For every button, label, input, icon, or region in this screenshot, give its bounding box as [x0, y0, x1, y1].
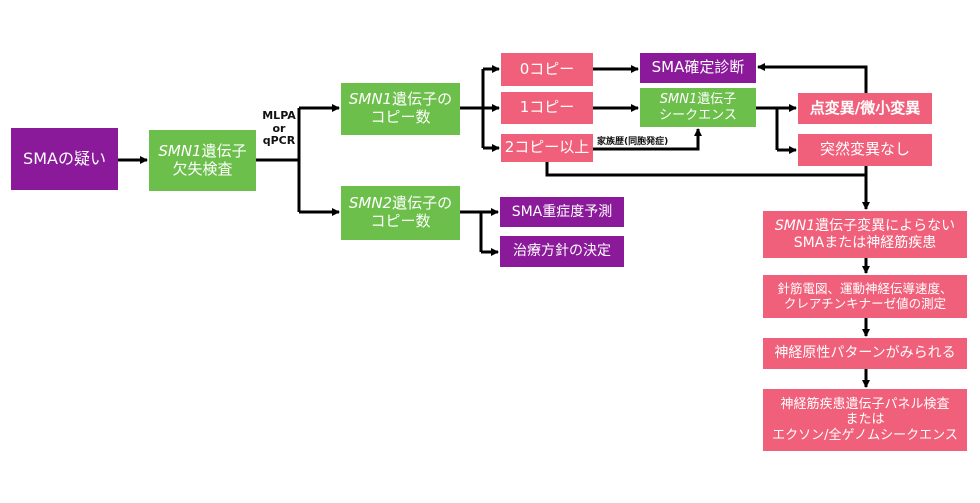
node-text: SMA確定診断: [651, 58, 745, 77]
node-text-line2: コピー数: [370, 108, 431, 126]
node-no-mutation: 突然変異なし: [798, 134, 932, 166]
node-text-line1: 針筋電図、運動神経伝導速度、: [777, 280, 953, 296]
node-text-line2: コピー数: [370, 212, 431, 230]
node-sma-suspected: SMAの疑い: [11, 128, 118, 190]
node-non-smn1-disease: SMN1遺伝子変異によらない SMAまたは神経筋疾患: [763, 211, 967, 258]
node-text: 突然変異なし: [819, 140, 910, 159]
node-text-line1: SMN1遺伝子変異によらない: [774, 217, 956, 234]
node-point-mutation: 点変異/微小変異: [798, 93, 932, 124]
node-text-line3: エクソン/全ゲノムシークエンス: [772, 427, 958, 443]
arrow-point-to-confirmed: [757, 63, 868, 93]
node-copy-0: 0コピー: [501, 53, 593, 86]
node-text: 1コピー: [519, 98, 575, 117]
node-text: 治療方針の決定: [513, 243, 611, 260]
method-label: MLPA or qPCR: [260, 109, 298, 148]
method-label-line1: MLPA: [262, 109, 296, 122]
node-gene-panel: 神経筋疾患遺伝子パネル検査 または エクソン/全ゲノムシークエンス: [763, 389, 967, 451]
method-label-line3: qPCR: [262, 134, 296, 148]
node-text: 神経原性パターンがみられる: [774, 345, 956, 362]
node-text-line1: 神経筋疾患遺伝子パネル検査: [780, 397, 950, 412]
node-text-line1: SMN1遺伝子: [659, 92, 737, 108]
method-label-line2: or: [272, 121, 286, 135]
node-text-line2: 欠失検査: [172, 159, 233, 178]
node-copy-2-plus: 2コピー以上: [501, 134, 593, 162]
node-text: 0コピー: [519, 59, 575, 78]
node-smn2-copy-number: SMN2遺伝子の コピー数: [341, 186, 460, 240]
node-smn1-sequence: SMN1遺伝子 シークエンス: [640, 88, 756, 127]
node-treatment-decision: 治療方針の決定: [500, 236, 624, 267]
node-text-line2: または: [845, 412, 885, 428]
node-text: 2コピー以上: [504, 138, 590, 157]
node-severity-prediction: SMA重症度予測: [500, 197, 624, 227]
family-history-label: 家族歴(同胞発症): [597, 137, 669, 147]
line-copy2-down: [545, 162, 866, 177]
node-text: 点変異/微小変異: [809, 98, 921, 117]
arrow-family-history-to-seq: [593, 128, 702, 151]
node-text-line1: SMN1遺伝子: [158, 141, 247, 160]
node-text-line2: シークエンス: [659, 107, 737, 123]
node-text-line1: SMN1遺伝子の: [348, 90, 453, 109]
node-emg-measurement: 針筋電図、運動神経伝導速度、 クレアチンキナーゼ値の測定: [763, 275, 967, 318]
node-neurogenic-pattern: 神経原性パターンがみられる: [763, 338, 967, 369]
node-text-line2: SMAまたは神経筋疾患: [793, 234, 937, 251]
node-smn1-deletion-test: SMN1遺伝子 欠失検査: [149, 130, 256, 191]
node-text: SMA重症度予測: [511, 203, 613, 220]
node-text: SMAの疑い: [23, 148, 106, 168]
node-sma-confirmed: SMA確定診断: [640, 53, 756, 83]
node-text-line1: SMN2遺伝子の: [348, 194, 453, 213]
node-text-line2: クレアチンキナーゼ値の測定: [783, 295, 947, 311]
node-copy-1: 1コピー: [501, 92, 593, 124]
node-smn1-copy-number: SMN1遺伝子の コピー数: [341, 83, 460, 135]
line-smn2-branch: [460, 210, 483, 252]
line-seq-branch: [756, 106, 779, 150]
